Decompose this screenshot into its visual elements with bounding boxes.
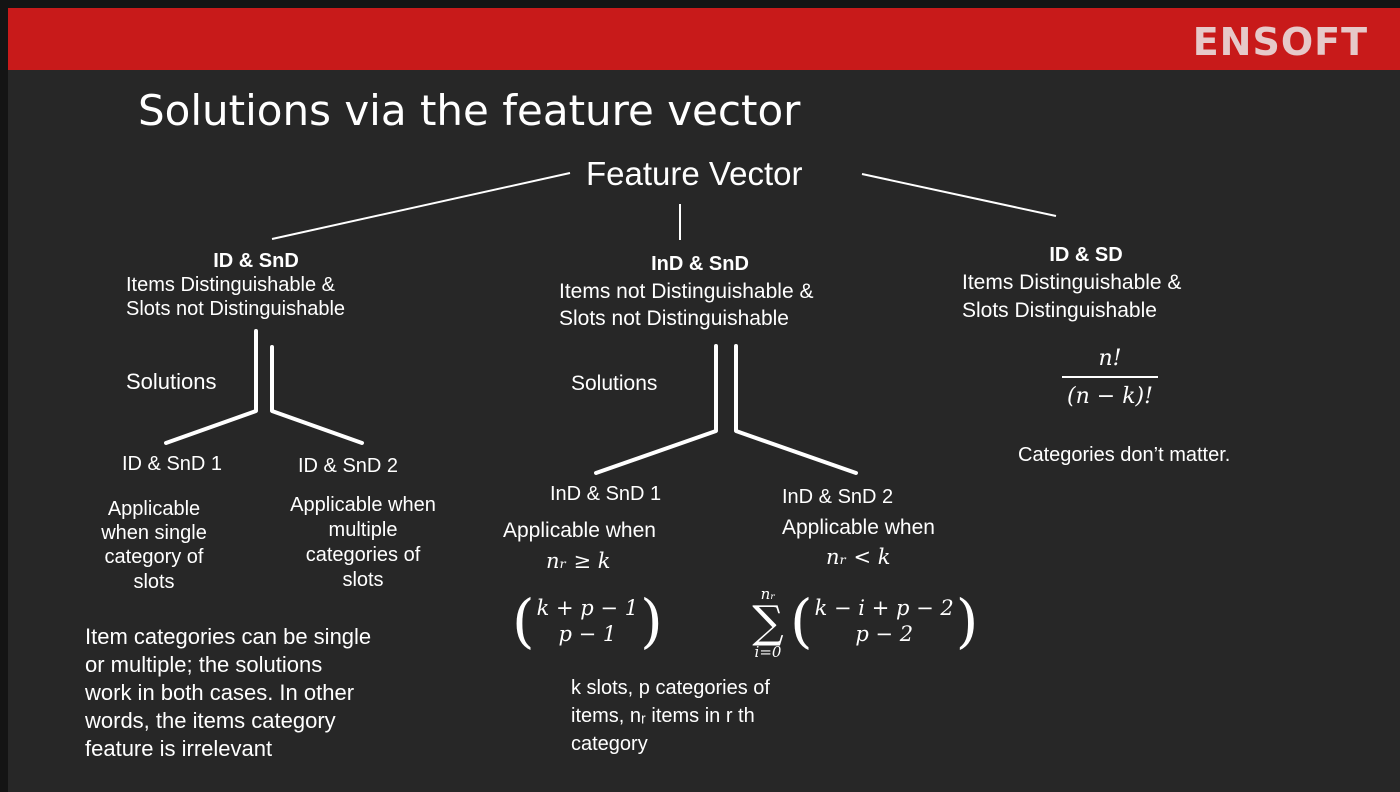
right-note: Categories don’t matter. xyxy=(1018,444,1231,466)
brand-logo: ENSOFT xyxy=(1192,20,1368,64)
edge-left-split-a xyxy=(164,329,258,445)
right-paren: ) xyxy=(640,587,663,655)
left-solutions-label: Solutions xyxy=(126,369,217,394)
binomial-stack: k − i + p − 2 p − 2 xyxy=(813,595,956,647)
middle-sub1-label: InD & SnD 1 xyxy=(550,483,662,505)
root-node-label: Feature Vector xyxy=(586,155,803,192)
middle-sub1-condition-text: Applicable when xyxy=(503,519,656,542)
binomial-bottom: p − 1 xyxy=(558,622,617,646)
edge-middle-split-a xyxy=(594,344,718,475)
left-sub1-note-line-3: category of xyxy=(104,546,204,568)
left-sub2-note-line-3: categories of xyxy=(305,544,421,566)
right-paren: ) xyxy=(955,587,979,655)
middle-desc-line-2: Slots not Distinguishable xyxy=(559,307,789,330)
edge-left-split-b xyxy=(270,345,364,445)
edge-root-right xyxy=(861,173,1057,217)
frame-border-top xyxy=(0,0,1400,8)
middle-sub2-summation: nᵣ ∑ i=0 xyxy=(748,586,788,660)
right-permutation-formula: n! (n − k)! xyxy=(1062,346,1158,410)
left-sub1-note-line-2: when single xyxy=(101,522,207,544)
sum-lower-limit: i=0 xyxy=(754,643,782,661)
middle-sub2-binomial: ( k − i + p − 2 p − 2 ) xyxy=(790,592,978,650)
right-desc-line-2: Slots Distinguishable xyxy=(962,299,1157,322)
sigma-icon: ∑ xyxy=(752,597,784,648)
left-sub1-note-line-1: Applicable xyxy=(107,498,201,520)
middle-solutions-label: Solutions xyxy=(571,372,658,395)
left-desc-line-2: Slots not Distinguishable xyxy=(126,298,346,320)
left-sub1-label: ID & SnD 1 xyxy=(122,453,223,475)
middle-sub2-condition-text: Applicable when xyxy=(782,516,935,539)
edge-root-left xyxy=(271,172,571,240)
left-footnote-line-5: feature is irrelevant xyxy=(85,736,273,761)
middle-desc-line-1: Items not Distinguishable & xyxy=(559,280,814,303)
middle-sub2-condition-math: nᵣ < k xyxy=(826,545,891,569)
sum-upper-limit: nᵣ xyxy=(760,585,776,603)
formula-denominator: (n − k)! xyxy=(1067,384,1153,409)
left-footnote-line-4: words, the items category xyxy=(85,708,336,733)
left-paren: ( xyxy=(790,587,813,655)
left-paren: ( xyxy=(512,587,535,655)
binomial-bottom: p − 2 xyxy=(855,622,914,646)
slide-title: Solutions via the feature vector xyxy=(138,86,801,135)
left-footnote-line-1: Item categories can be single xyxy=(85,624,372,649)
formula-numerator: n! xyxy=(1098,346,1122,371)
left-sub1-note-line-4: slots xyxy=(133,571,175,593)
binomial-top: k + p − 1 xyxy=(536,596,639,620)
middle-footnote-line-1: k slots, p categories of xyxy=(571,677,770,699)
frame-border-left xyxy=(0,0,8,792)
left-footnote-line-2: or multiple; the solutions xyxy=(85,652,323,677)
binomial-top: k − i + p − 2 xyxy=(814,596,954,620)
left-footnote-line-3: work in both cases. In other xyxy=(85,680,355,705)
left-sub2-label: ID & SnD 2 xyxy=(298,455,399,477)
middle-footnote-line-2: items, nᵣ items in r th xyxy=(571,705,755,727)
fraction-bar xyxy=(1062,376,1158,378)
left-sub2-note-line-4: slots xyxy=(342,569,384,591)
middle-sub1-binomial: ( k + p − 1 p − 1 ) xyxy=(512,592,663,650)
middle-sub1-condition-math: nᵣ ≥ k xyxy=(546,549,611,573)
middle-heading: InD & SnD xyxy=(651,253,749,275)
right-heading: ID & SD xyxy=(1049,244,1123,266)
right-desc-line-1: Items Distinguishable & xyxy=(962,271,1182,294)
middle-sub2-label: InD & SnD 2 xyxy=(782,486,894,508)
left-desc-line-1: Items Distinguishable & xyxy=(126,274,335,296)
edge-middle-split-b xyxy=(734,344,858,475)
header-banner: ENSOFT xyxy=(8,8,1400,70)
left-heading: ID & SnD xyxy=(213,250,299,272)
left-sub2-note-line-1: Applicable when xyxy=(290,494,436,516)
middle-footnote-line-3: category xyxy=(571,733,648,755)
binomial-stack: k + p − 1 p − 1 xyxy=(535,595,640,647)
left-sub2-note-line-2: multiple xyxy=(328,519,398,541)
